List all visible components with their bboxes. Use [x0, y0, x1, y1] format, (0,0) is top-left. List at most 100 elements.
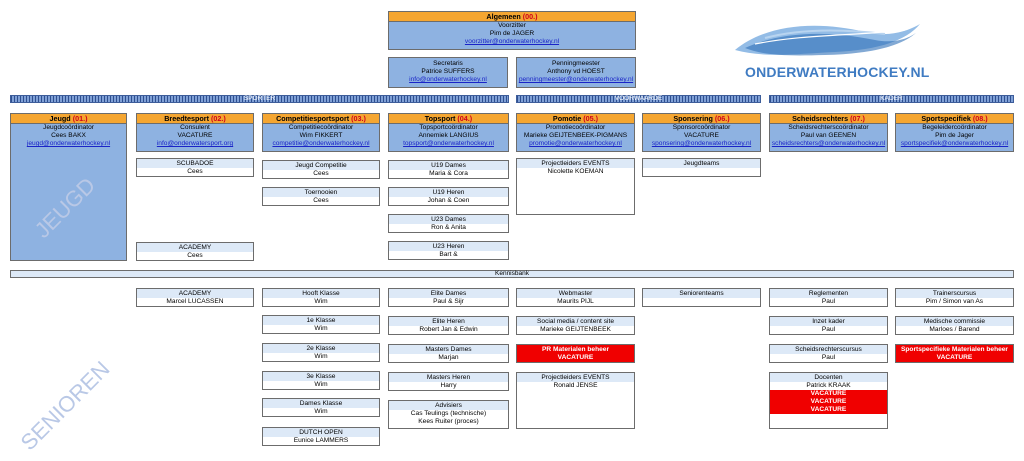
senioren-item-masters-heren: Masters Heren Harry	[388, 372, 509, 391]
item-name: Johan & Coen	[427, 197, 470, 204]
senioren-item-trainerscursus: Trainerscursus Pim / Simon van As	[895, 288, 1014, 307]
dept-email[interactable]: sponsering@onderwaterhockey.nl	[651, 140, 752, 147]
dept-email[interactable]: info@onderwatersport.org	[156, 140, 234, 147]
item-name: Harry	[440, 382, 457, 389]
item-title: Elite Heren	[389, 317, 508, 326]
item-name: Cees	[187, 252, 203, 259]
item-title: Medische commissie	[896, 317, 1013, 326]
algemeen-header: Algemeen (00.)	[389, 12, 635, 22]
dept-role: Competitiecoördinator	[288, 124, 354, 131]
item-title: Elite Dames	[389, 289, 508, 298]
item-title: Hooft Klasse	[263, 289, 379, 298]
item-name: Wim	[314, 325, 328, 332]
item-title: 1e Klasse	[263, 316, 379, 325]
item-title: DUTCH OPEN	[263, 428, 379, 437]
penningmeester-box: Penningmeester Anthony vd HOEST penningm…	[516, 57, 636, 88]
dept-role: Scheidsrechterscoördinator	[788, 124, 869, 131]
dept-topsport: Topsport (04.) Topsportcoördinator Annem…	[388, 113, 509, 152]
dept-sportspecifiek: Sportspecifiek (08.) Begeleidercoördinat…	[895, 113, 1014, 152]
item-title: U23 Dames	[389, 215, 508, 224]
item-name: Cees	[313, 170, 329, 177]
senioren-item-medische-commissie: Medische commissie Marloes / Barend	[895, 316, 1014, 335]
item-name: Maria & Cora	[429, 170, 468, 177]
dept-header: Topsport (04.)	[389, 114, 508, 124]
item-name: Robert Jan & Edwin	[419, 326, 478, 333]
dept-header: Pomotie (05.)	[517, 114, 634, 124]
senioren-item-advisiers: Advisiers Cas Teulings (technische) Kees…	[388, 400, 509, 429]
jeugd-item-scubadoe: SCUBADOE Cees	[136, 158, 254, 177]
dept-email[interactable]: promotie@onderwaterhockey.nl	[529, 140, 622, 147]
item-title: Dames Klasse	[263, 399, 379, 408]
senioren-item-reglementen: Reglementen Paul	[769, 288, 888, 307]
algemeen-email[interactable]: voorzitter@onderwaterhockey.nl	[464, 38, 560, 45]
item-line: VACATURE	[936, 354, 973, 361]
dept-email[interactable]: sportspecifiek@onderwaterhockey.nl	[900, 140, 1009, 147]
item-title: Masters Dames	[389, 345, 508, 354]
item-title: Masters Heren	[389, 373, 508, 382]
item-title: U19 Heren	[389, 188, 508, 197]
dept-header: Competitiesportsport (03.)	[263, 114, 379, 124]
item-name: Maurits PIJL	[557, 298, 594, 305]
jeugd-item-projectleiders: Projectleiders EVENTS Nicolette KOEMAN	[516, 158, 635, 215]
item-name: Cees	[313, 197, 329, 204]
item-title: Inzet kader	[770, 317, 887, 326]
item-line: Sportspecifieke Materialen beheer	[900, 346, 1008, 353]
dept-breedtesport: Breedtesport (02.) Consulent VACATURE in…	[136, 113, 254, 152]
dept-role: Begeleidercoördinator	[922, 124, 987, 131]
water-splash-icon	[735, 24, 920, 56]
senioren-item-1e-klasse: 1e Klasse Wim	[262, 315, 380, 334]
item-name: Pim / Simon van As	[925, 298, 984, 305]
senioren-item-dames-klasse: Dames Klasse Wim	[262, 398, 380, 417]
jeugd-item-u23-heren: U23 Heren Bart &	[388, 241, 509, 260]
jeugd-item-jeugdteams: Jeugdteams	[642, 158, 761, 177]
penningmeester-email[interactable]: penningmeester@onderwaterhockey.nl	[518, 76, 634, 83]
item-name: Marcel LUCASSEN	[166, 298, 224, 305]
senioren-item-social-media: Social media / content site Marieke GEIJ…	[516, 316, 635, 335]
algemeen-role: Voorzitter	[498, 22, 526, 29]
dept-promotie: Pomotie (05.) Promotiecoördinator Mariek…	[516, 113, 635, 152]
dept-role: Sponsorcoördinator	[672, 124, 731, 131]
penningmeester-name: Anthony vd HOEST	[547, 68, 605, 75]
dept-header: Breedtesport (02.)	[137, 114, 253, 124]
senioren-item-seniorenteams: Seniorenteams	[642, 288, 761, 307]
item-name: Ron & Anita	[431, 224, 466, 231]
dept-email[interactable]: competitie@onderwaterhockey.nl	[272, 140, 370, 147]
jeugd-item-u19-dames: U19 Dames Maria & Cora	[388, 160, 509, 179]
senioren-item-pr-materialen: PR Materialen beheer VACATURE	[516, 344, 635, 363]
dept-name: Annemiek LANGIUS	[418, 132, 479, 139]
item-title: Scheidsrechterscursus	[770, 345, 887, 354]
jeugd-item-academy: ACADEMY Cees	[136, 242, 254, 261]
item-title: Reglementen	[770, 289, 887, 298]
senioren-item-elite-heren: Elite Heren Robert Jan & Edwin	[388, 316, 509, 335]
senioren-item-elite-dames: Elite Dames Paul & Sijr	[388, 288, 509, 307]
item-name: Nicolette KOEMAN	[547, 168, 604, 175]
dept-header: Sportspecifiek (08.)	[896, 114, 1013, 124]
dept-name: Wim FIKKERT	[299, 132, 343, 139]
item-name: Ronald JENSE	[553, 382, 598, 389]
senioren-item-webmaster: Webmaster Maurits PIJL	[516, 288, 635, 307]
item-title: ACADEMY	[137, 243, 253, 252]
item-name: Wim	[314, 408, 328, 415]
dept-header: Jeugd (01.)	[11, 114, 126, 124]
dept-email[interactable]: jeugd@onderwaterhockey.nl	[26, 140, 111, 147]
senioren-item-scheidsrechterscursus: Scheidsrechterscursus Paul	[769, 344, 888, 363]
secretaris-email[interactable]: info@onderwaterhockey.nl	[409, 76, 487, 83]
algemeen-box: Algemeen (00.) Voorzitter Pim de JAGER v…	[388, 11, 636, 50]
dept-jeugd: Jeugd (01.) Jeugdcoördinator Cees BAKX j…	[10, 113, 127, 261]
dept-name: Pim de Jager	[935, 132, 974, 139]
item-title: Webmaster	[517, 289, 634, 298]
item-name: Paul	[821, 326, 836, 333]
section-kader: KADER	[769, 95, 1014, 103]
dept-email[interactable]: topsport@onderwaterhockey.nl	[403, 140, 494, 147]
item-line: Kees Ruiter (proces)	[418, 418, 479, 425]
item-title: Projectleiders EVENTS	[517, 373, 634, 382]
dept-competitiesport: Competitiesportsport (03.) Competitiecoö…	[262, 113, 380, 152]
algemeen-name: Pim de JAGER	[489, 30, 535, 37]
item-title: 3e Klasse	[263, 372, 379, 381]
secretaris-role: Secretaris	[433, 60, 463, 67]
dept-role: Consulent	[180, 124, 210, 131]
dept-scheidsrechters: Scheidsrechters (07.) Scheidsrechterscoö…	[769, 113, 888, 152]
dept-email[interactable]: scheidsrechters@onderwaterhockey.nl	[771, 140, 886, 147]
item-name: Wim	[314, 298, 328, 305]
senioren-item-dutch-open: DUTCH OPEN Eunice LAMMERS	[262, 427, 380, 446]
